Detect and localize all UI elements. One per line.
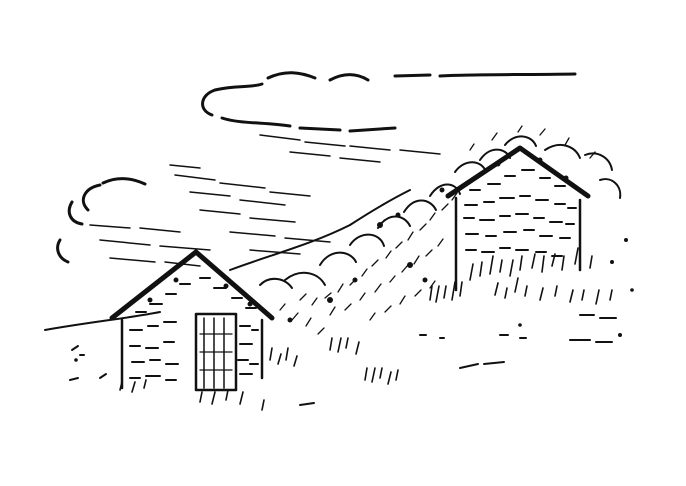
- hut-right: [445, 145, 591, 292]
- hut-right-roof-dark: [495, 157, 569, 181]
- cloud-hatching-upper: [169, 134, 441, 206]
- hut-right-roof: [445, 145, 591, 199]
- hut-left-door: [194, 312, 238, 392]
- cloud-upper: [201, 71, 577, 133]
- cloud-left: [56, 177, 147, 264]
- hut-left-stones: [129, 277, 259, 381]
- sky-hatching: [89, 209, 331, 267]
- ground-strokes: [69, 314, 617, 406]
- ground-dots: [74, 238, 634, 362]
- hut-left-roof-dark: [147, 277, 253, 307]
- hut-left: [109, 249, 275, 392]
- hut-right-stones: [463, 169, 577, 257]
- hut-left-roof: [109, 249, 275, 321]
- tree-mass: [259, 135, 622, 289]
- tree-dark-patches: [287, 187, 445, 323]
- hill-line: [44, 189, 411, 331]
- ground-grass: [119, 247, 613, 411]
- tree-texture: [279, 125, 596, 335]
